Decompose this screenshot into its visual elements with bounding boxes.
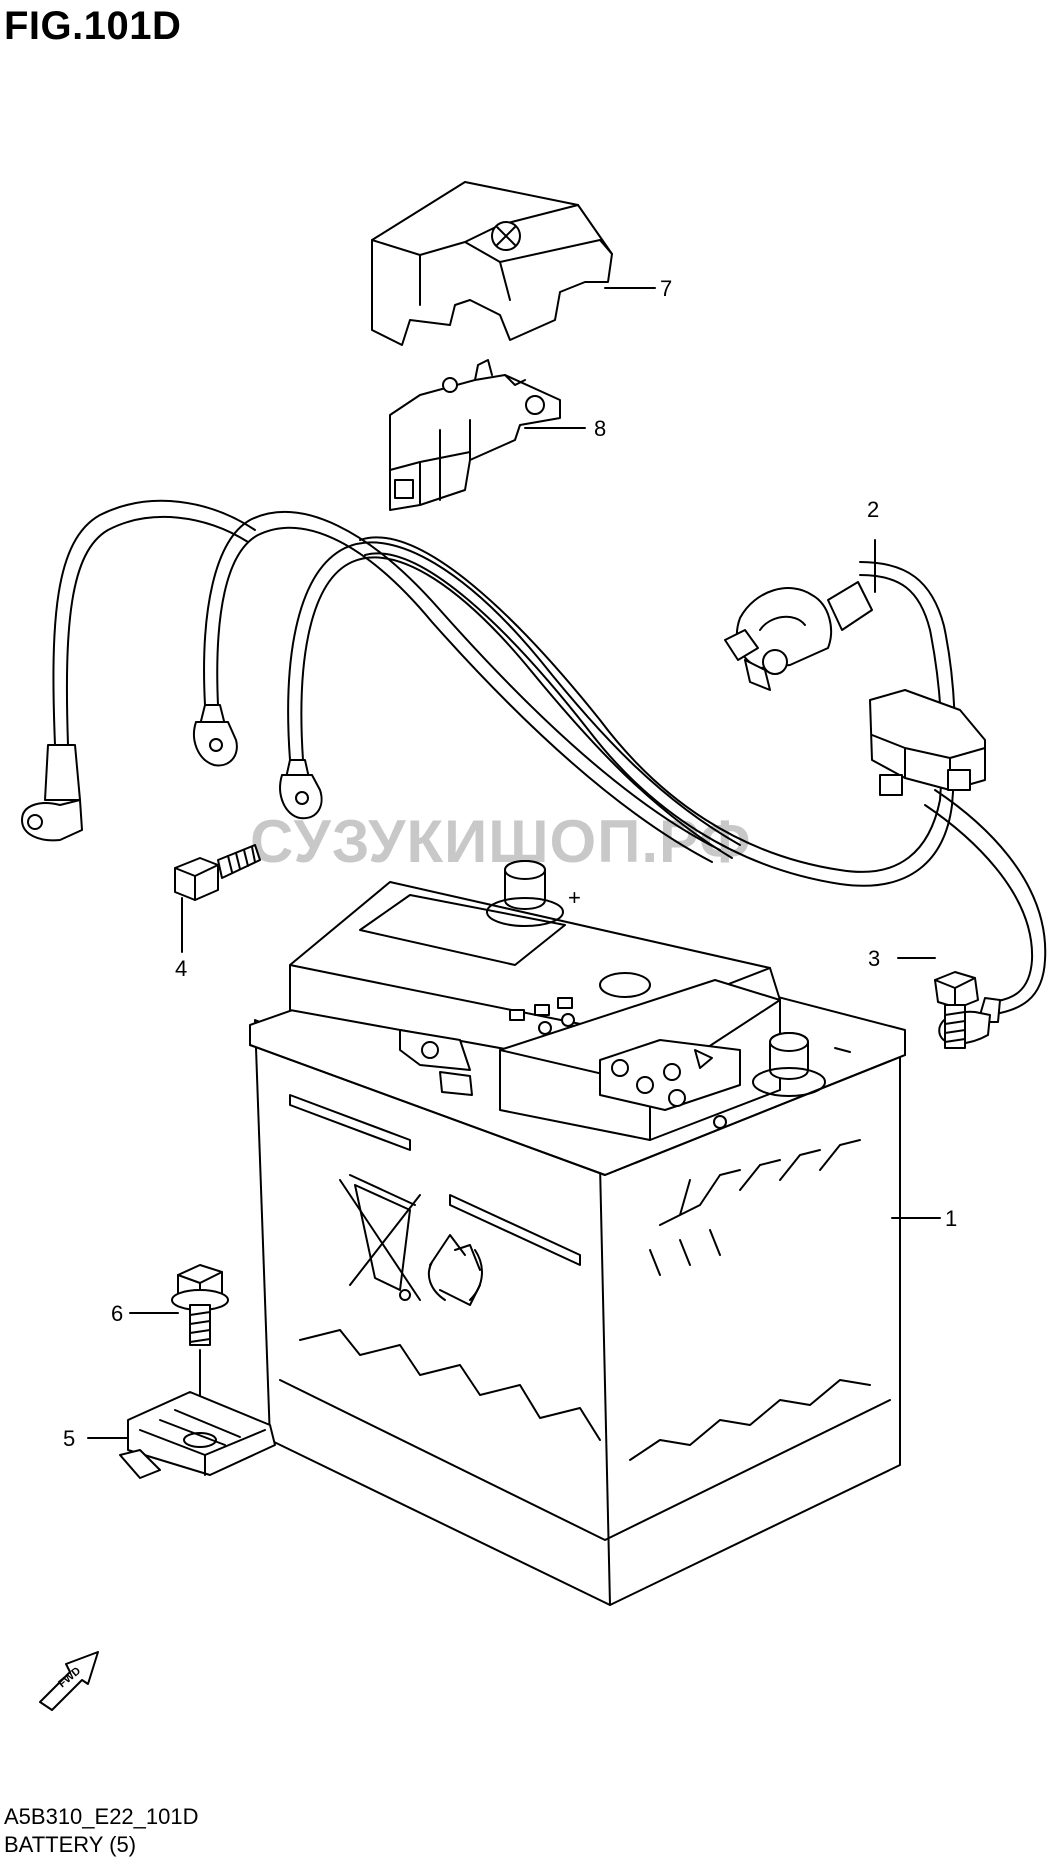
- callout-7[interactable]: 7: [660, 276, 672, 301]
- callout-4[interactable]: 4: [175, 956, 187, 981]
- leader-lines: [87, 287, 941, 1439]
- fwd-arrow-icon: FWD: [39, 1651, 99, 1711]
- callout-1[interactable]: 1: [945, 1206, 957, 1231]
- vent-cap: [599, 972, 651, 998]
- cable-connector-block[interactable]: [869, 689, 986, 796]
- recycle-icon: [427, 1234, 483, 1306]
- crossed-bin-icon: [339, 1174, 421, 1301]
- callout-2[interactable]: 2: [867, 497, 879, 522]
- plus-mark: +: [568, 885, 581, 910]
- part-6-bolt[interactable]: [171, 1264, 229, 1446]
- callout-6[interactable]: 6: [111, 1301, 123, 1326]
- callout-5[interactable]: 5: [63, 1426, 75, 1451]
- part-8-terminal-block[interactable]: [389, 359, 561, 511]
- part-7-terminal-cover[interactable]: [371, 181, 613, 346]
- part-3-bolt[interactable]: [934, 971, 979, 1049]
- positive-post[interactable]: [752, 1032, 826, 1097]
- cable-harness[interactable]: [21, 499, 1047, 1045]
- part-1-battery[interactable]: +: [249, 860, 906, 1606]
- part-4-bolt[interactable]: [174, 844, 261, 901]
- callout-3[interactable]: 3: [868, 946, 880, 971]
- part-2-clamp-terminal[interactable]: [724, 581, 873, 691]
- negative-post[interactable]: [486, 860, 564, 927]
- figure-title: FIG.101D: [4, 4, 182, 48]
- footer-diagram-name: BATTERY (5): [4, 1832, 137, 1857]
- callout-8[interactable]: 8: [594, 416, 606, 441]
- minus-mark: [834, 1047, 851, 1053]
- part-5-hold-down-clamp[interactable]: [119, 1391, 276, 1479]
- footer-diagram-code: A5B310_E22_101D: [4, 1804, 199, 1829]
